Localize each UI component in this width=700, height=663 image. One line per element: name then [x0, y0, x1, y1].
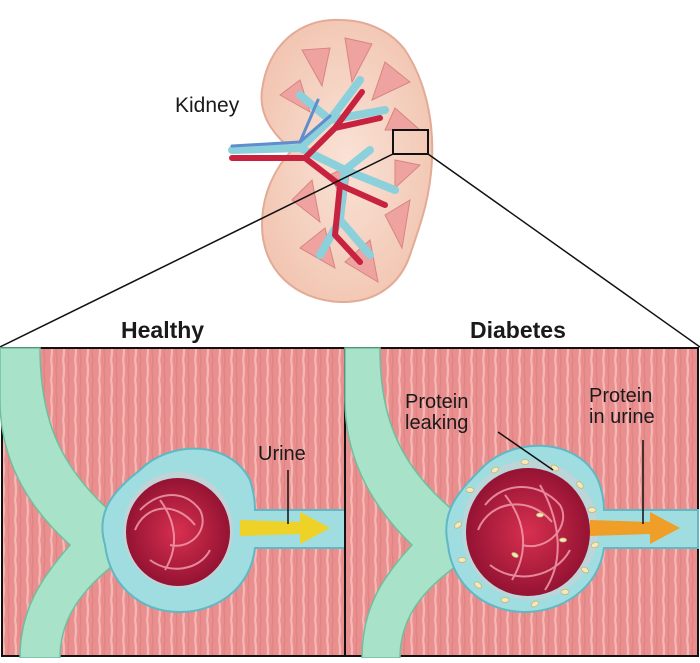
diabetes-title: Diabetes [470, 317, 566, 343]
urine-arrow [240, 512, 330, 544]
kidney-illustration [0, 18, 700, 348]
zoom-line-right [427, 153, 700, 348]
protein-leaking-label: Protein leaking [405, 391, 469, 434]
protein-particles [454, 459, 624, 608]
healthy-panel [0, 347, 346, 659]
renal-vessels [228, 76, 399, 265]
kidney-label: Kidney [175, 94, 240, 117]
healthy-title: Healthy [121, 317, 205, 343]
urine-label: Urine [258, 443, 306, 465]
zoom-box [392, 129, 429, 155]
protein-urine-arrow [590, 512, 680, 544]
protein-in-urine-label: Protein in urine [589, 385, 655, 428]
diabetes-panel [344, 347, 699, 659]
zoom-line-left [0, 153, 394, 348]
